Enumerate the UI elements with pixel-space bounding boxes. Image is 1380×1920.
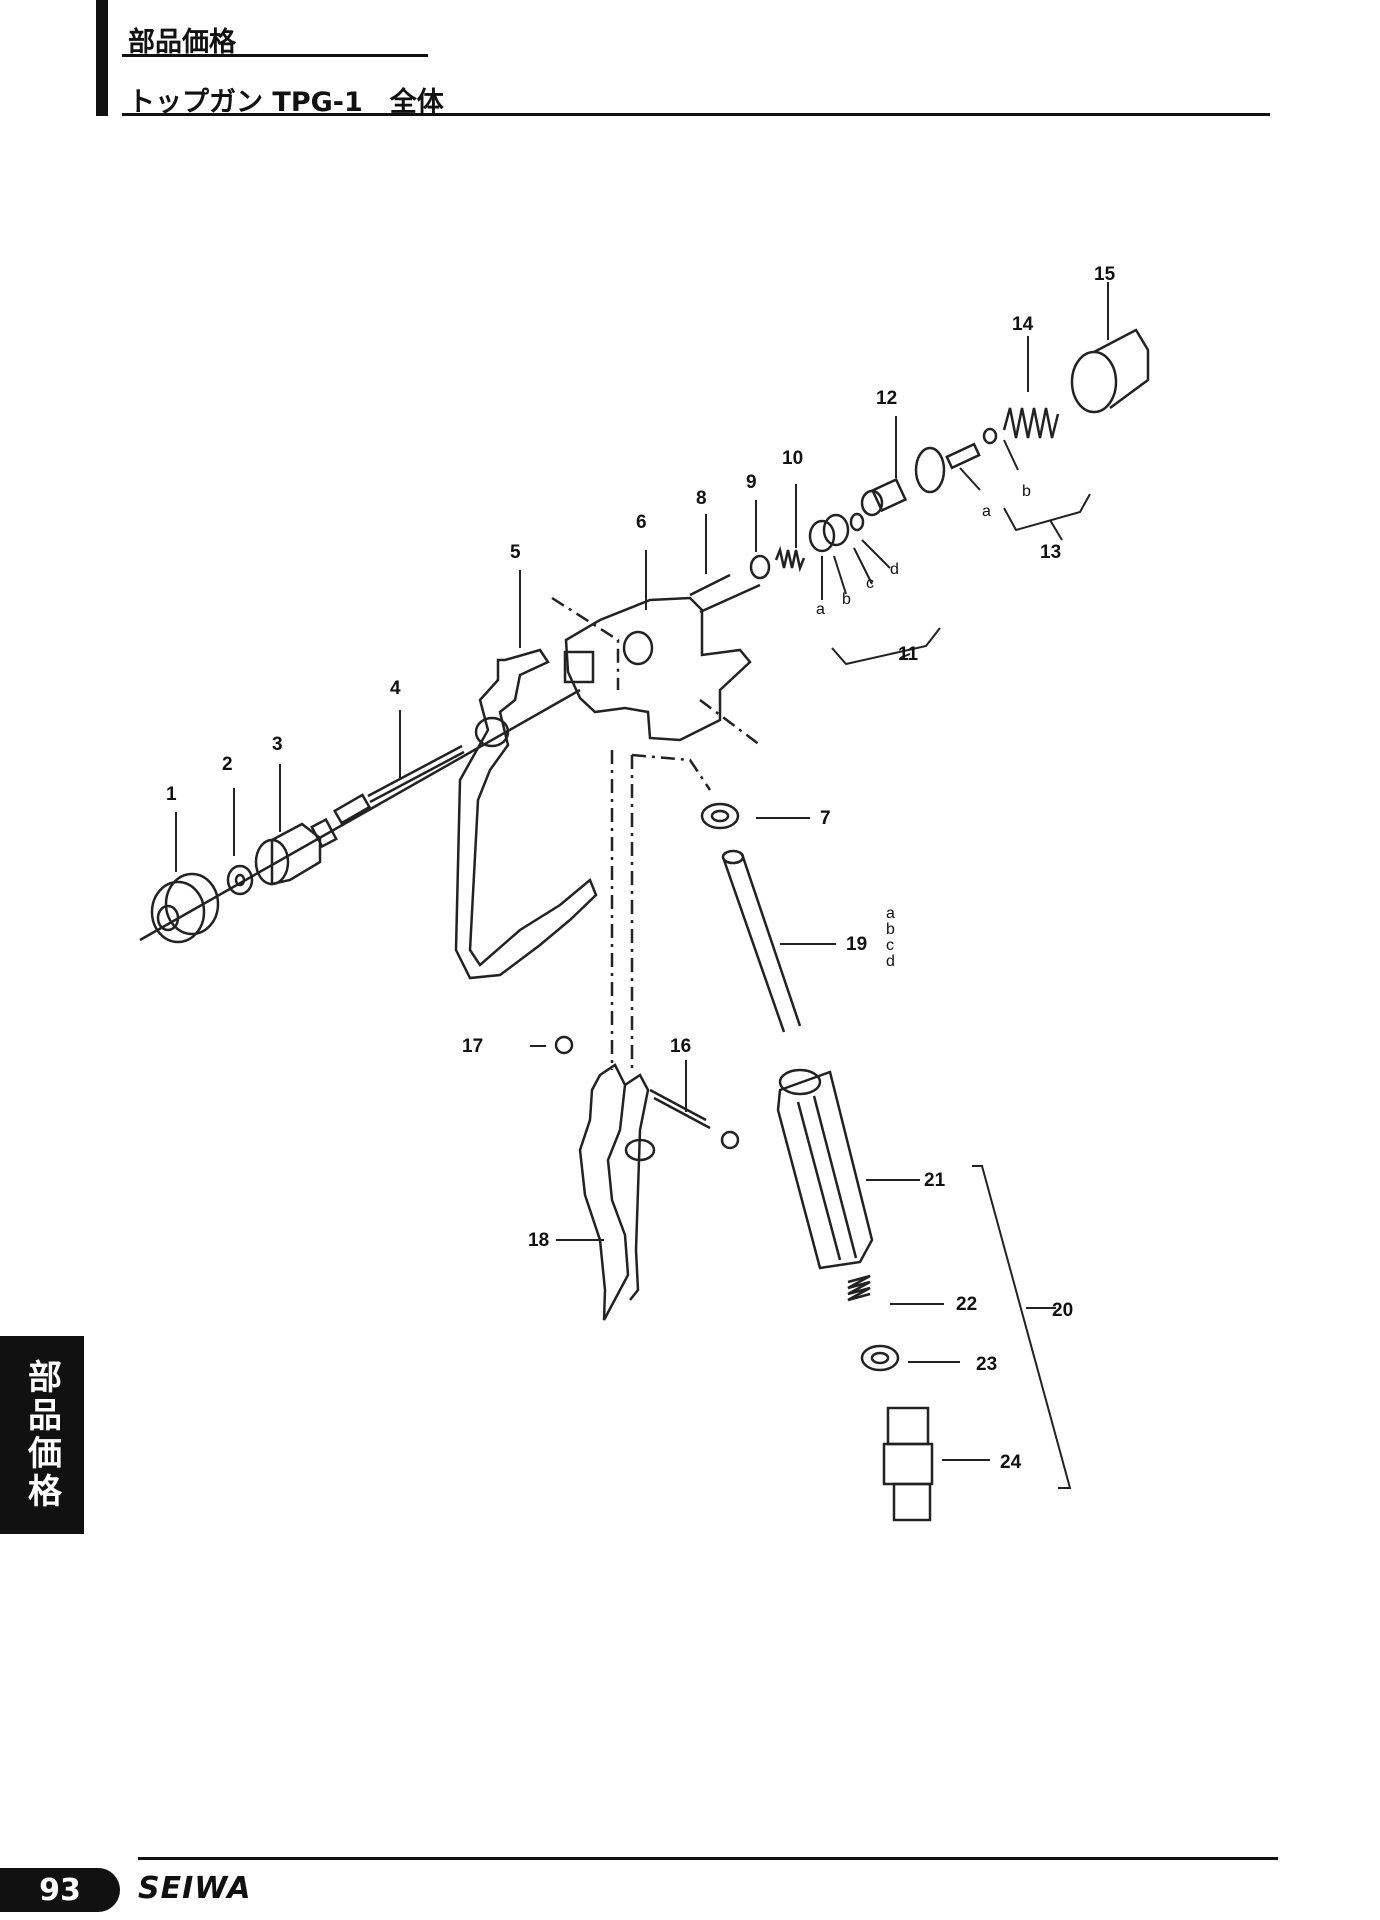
- part-6-gun-body: [563, 596, 752, 742]
- part-16-screw: [649, 1088, 711, 1130]
- label-7: 7: [820, 808, 831, 829]
- label-13: 13: [1040, 542, 1061, 563]
- part-number-labels: 1 2 3 4 5 6 7 8 9 10 11 12 13 14 15 16 1…: [166, 264, 1116, 1473]
- sub-labels: a b c d a b a b c d: [816, 483, 1031, 970]
- part-10-spring: [774, 545, 806, 573]
- section-title: 部品価格: [128, 27, 236, 58]
- page-title-rule: [122, 113, 1270, 116]
- label-23: 23: [976, 1354, 997, 1375]
- label-14: 14: [1012, 314, 1034, 335]
- leader-lines: [175, 282, 1109, 1489]
- label-15: 15: [1094, 264, 1116, 285]
- part-18-trigger: [578, 1063, 656, 1321]
- part-22-spring: [847, 1274, 871, 1302]
- label-16: 16: [670, 1036, 691, 1057]
- part-11-packing-set: [808, 512, 865, 553]
- guide-line-tube: [631, 753, 712, 791]
- label-20: 20: [1052, 1300, 1073, 1321]
- label-24: 24: [1000, 1452, 1022, 1473]
- part-23-washer: [860, 1344, 900, 1372]
- label-21: 21: [924, 1170, 946, 1191]
- part-8-pins: [689, 573, 761, 614]
- label-3: 3: [272, 734, 283, 755]
- label-11: 11: [898, 644, 919, 665]
- label-9: 9: [746, 472, 757, 493]
- part-3-fitting: [254, 817, 338, 886]
- side-index-tab: 部品価格: [0, 1336, 84, 1534]
- header-bar: [96, 0, 108, 116]
- label-2: 2: [222, 754, 233, 775]
- sub-13-b: b: [1022, 483, 1031, 500]
- part-12-valve-seat: [860, 446, 946, 517]
- label-4: 4: [390, 678, 401, 699]
- page-title: トップガン TPG-1 全体: [128, 87, 444, 118]
- part-5-handle: [454, 648, 598, 980]
- part-4-needle: [332, 744, 465, 825]
- sub-11-a: a: [816, 601, 825, 618]
- part-1-nut: [150, 872, 220, 944]
- label-22: 22: [956, 1294, 977, 1315]
- assembly-axis-line: [139, 688, 581, 942]
- guide-line-tube-2: [699, 699, 761, 746]
- part-9-ring: [749, 554, 771, 580]
- label-18: 18: [528, 1230, 549, 1251]
- part-17-nut: [554, 1035, 740, 1150]
- label-6: 6: [636, 512, 647, 533]
- label-8: 8: [696, 488, 707, 509]
- part-19-filter-tube: [721, 849, 802, 1033]
- part-15-cap: [1070, 328, 1150, 414]
- part-2-washer: [226, 864, 254, 896]
- section-title-rule: [122, 54, 428, 57]
- label-17: 17: [462, 1036, 483, 1057]
- part-7-washer: [700, 802, 740, 830]
- sub-11-b: b: [842, 591, 851, 608]
- sub-19-b: b: [886, 921, 895, 938]
- sub-11-d: d: [890, 561, 899, 578]
- label-12: 12: [876, 388, 897, 409]
- page-number: 93: [0, 1868, 120, 1912]
- label-19: 19: [846, 934, 867, 955]
- footer-rule: [138, 1857, 1278, 1860]
- label-10: 10: [782, 448, 803, 469]
- part-21-grip: [776, 1068, 874, 1270]
- sub-19-a: a: [886, 905, 895, 922]
- part-14-spring: [1002, 407, 1060, 439]
- part-13-tip: [945, 427, 998, 470]
- brand-logo: SEIWA: [138, 1871, 252, 1906]
- part-24-swivel: [882, 1406, 934, 1522]
- sub-19-d: d: [886, 953, 895, 970]
- label-5: 5: [510, 542, 521, 563]
- sub-11-c: c: [866, 575, 874, 592]
- label-1: 1: [166, 784, 177, 805]
- sub-19-c: c: [886, 937, 894, 954]
- guide-line-body: [551, 596, 620, 690]
- sub-13-a: a: [982, 503, 991, 520]
